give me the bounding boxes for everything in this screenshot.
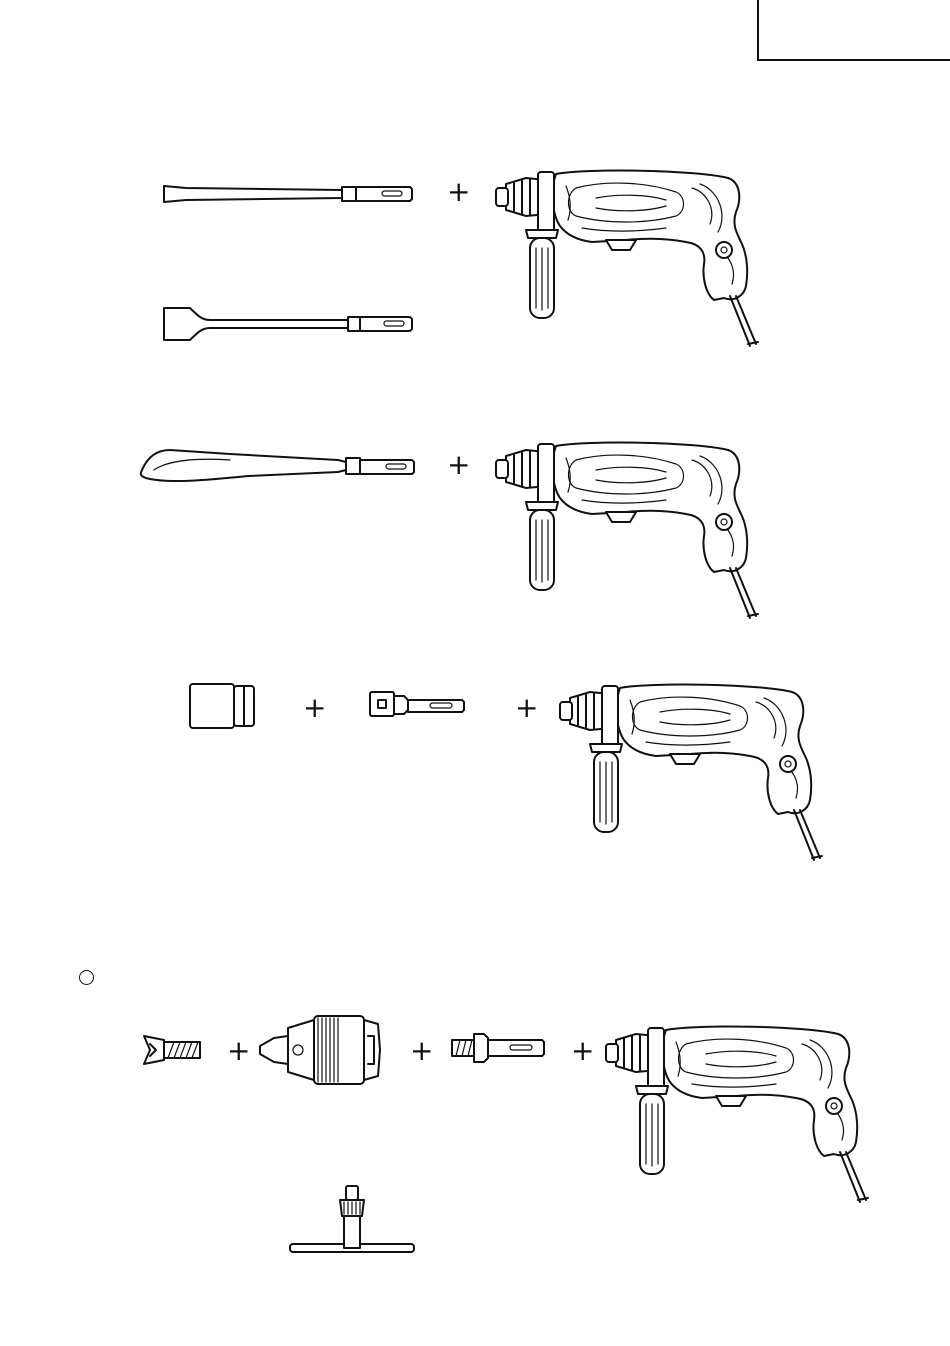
chuck-key-icon — [288, 1182, 418, 1258]
rotary-hammer-icon — [606, 1024, 876, 1214]
wide-scraper-icon — [162, 306, 414, 342]
chuck-screw-icon — [142, 1034, 204, 1066]
drill-chuck-icon — [258, 1012, 384, 1088]
plus-sign: + — [410, 1037, 433, 1065]
rotary-hammer-icon — [496, 168, 766, 358]
plus-sign: + — [303, 694, 326, 722]
rotary-hammer-icon — [560, 682, 830, 872]
flat-chisel-icon — [162, 182, 414, 206]
cold-chisel-icon — [138, 444, 418, 486]
plus-sign: + — [571, 1037, 594, 1065]
plus-sign: + — [227, 1037, 250, 1065]
socket-icon — [188, 682, 258, 730]
rotary-hammer-icon — [496, 440, 766, 630]
plus-sign: + — [447, 178, 470, 206]
page-number-box — [757, 0, 950, 61]
socket-adapter-icon — [368, 688, 468, 724]
plus-sign: + — [515, 694, 538, 722]
plus-sign: + — [447, 451, 470, 479]
note-circle-icon — [79, 970, 94, 985]
chuck-adapter-icon — [450, 1030, 550, 1066]
